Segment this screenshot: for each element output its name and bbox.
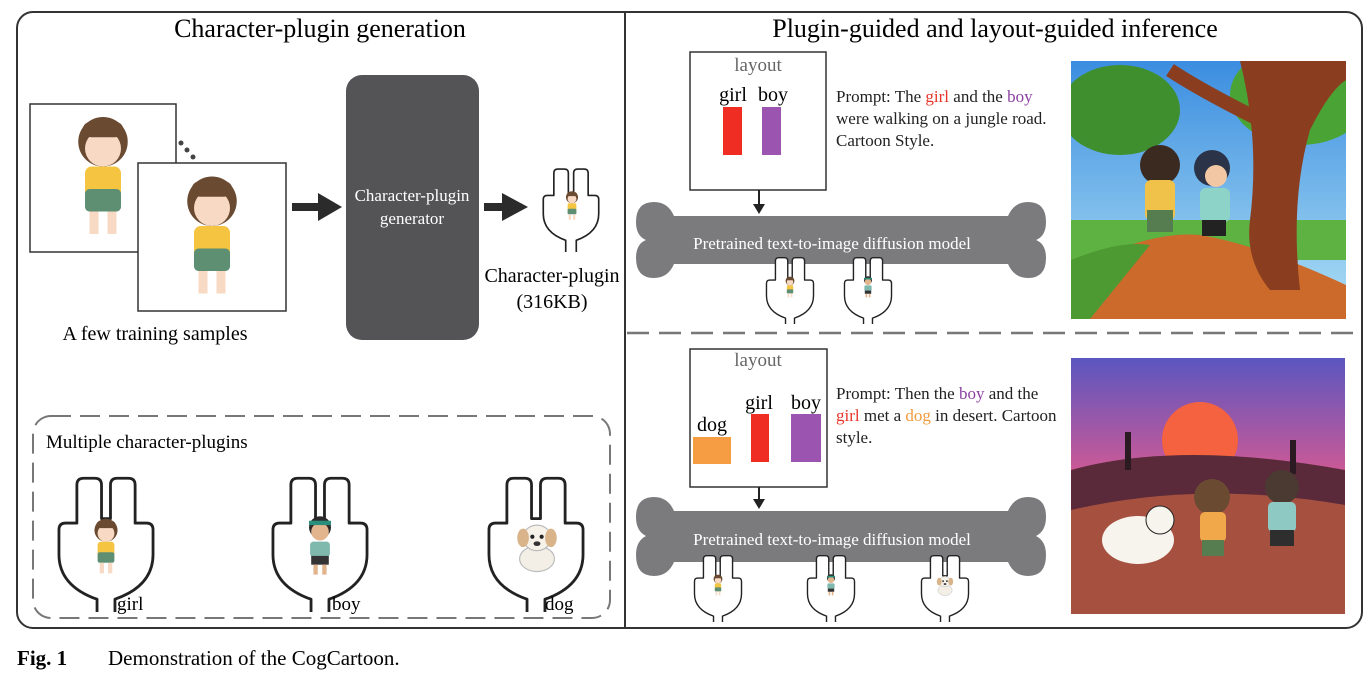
layout-title-2: layout [734,350,782,371]
figure-caption-label: Fig. 1 [17,646,67,670]
layout2-boy-box [791,414,821,462]
right-panel-title: Plugin-guided and layout-guided inferenc… [772,14,1217,43]
plugin-dog-label: dog [545,594,574,615]
plugin-output-label-line1: Character-plugin [484,265,619,287]
arrow-down-icon [753,190,765,214]
plugin-boy-label: boy [332,594,361,615]
arrow-down-icon [753,487,765,509]
figure-caption-text: Demonstration of the CogCartoon. [108,646,400,670]
layout1-girl-box [723,107,742,155]
plugin-girl-label: girl [117,594,143,615]
prompt-text-1: Prompt: The girl and the boy were walkin… [836,87,1047,150]
layout1-boy-box [762,107,781,155]
generator-label-line1: Character-plugin [355,186,470,205]
prompt-text-2: Prompt: Then the boy and the girl met a … [836,384,1057,447]
layout2-boy-label: boy [791,392,821,414]
diffusion-model-label-2: Pretrained text-to-image diffusion model [693,530,971,549]
training-samples-label: A few training samples [63,323,248,345]
ellipsis-dots-icon [178,140,196,160]
multiple-plugins-box [32,415,611,619]
generator-label-line2: generator [380,209,445,228]
layout-title-1: layout [734,55,782,76]
layout1-boy-label: boy [758,84,788,106]
arrow-right-icon [484,193,528,221]
output-image-jungle [1071,61,1346,319]
layout2-dog-label: dog [697,414,727,436]
diffusion-model-label-1: Pretrained text-to-image diffusion model [693,234,971,253]
diffusion-model-block-1 [636,202,1046,278]
training-sample-front [137,162,287,312]
output-image-desert [1071,358,1345,614]
left-panel-title: Character-plugin generation [174,14,466,43]
diffusion-model-block-2 [636,497,1046,576]
layout1-girl-label: girl [719,84,747,106]
plugin-generator-block [346,75,479,340]
multiple-plugins-title: Multiple character-plugins [46,432,248,453]
layout2-dog-box [693,437,731,464]
arrow-right-icon [292,193,342,221]
plugin-output-label-line2: (316KB) [516,291,587,313]
layout2-girl-box [751,414,769,462]
layout2-girl-label: girl [745,392,773,414]
